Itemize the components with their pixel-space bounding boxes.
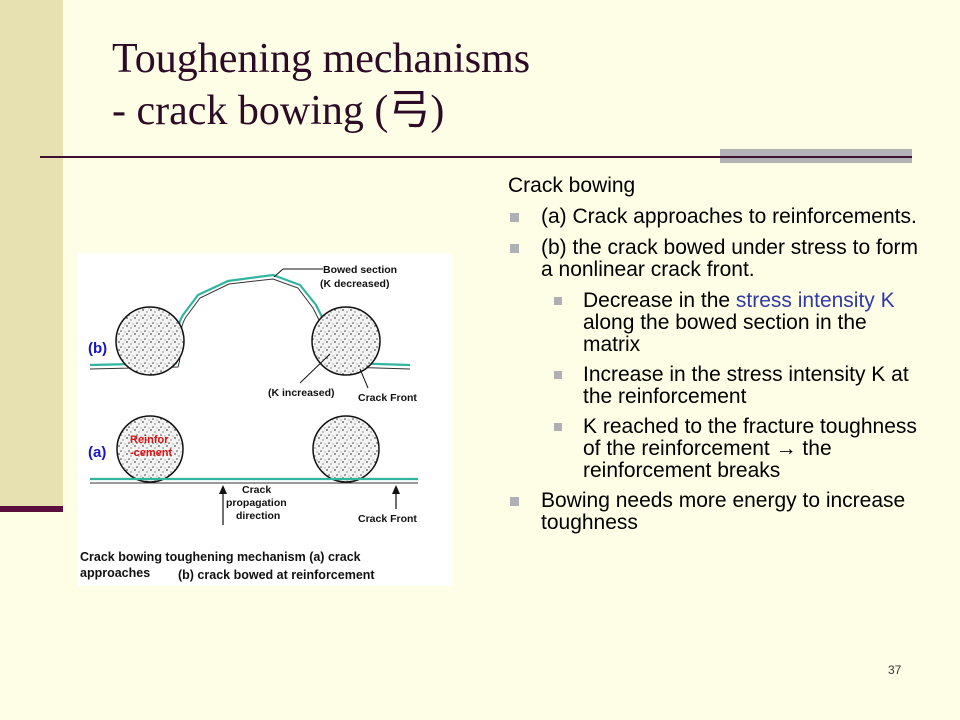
side-accent-bar <box>0 0 63 512</box>
sub-bullet-decrease-pre: Decrease in the <box>583 289 736 312</box>
propagation-label-2: propagation <box>226 497 287 509</box>
propagation-label-1: Crack <box>242 484 271 496</box>
k-increased-pointer <box>299 353 331 384</box>
sub-bullet-decrease-highlight: stress intensity K <box>735 289 895 312</box>
crack-bowing-diagram: (b) Bowed section (K decreased) (K incre… <box>80 264 418 582</box>
propagation-arrow-head <box>219 485 227 494</box>
bullet-crack-approaches: (a) Crack approaches to reinforcements. <box>508 206 928 228</box>
side-accent-edge <box>0 506 63 512</box>
k-increased-label: (K increased) <box>268 387 335 399</box>
bullet-content: Crack bowing (a) Crack approaches to rei… <box>508 175 928 543</box>
propagation-label-3: direction <box>236 510 280 522</box>
title-line-1: Toughening mechanisms <box>112 36 531 82</box>
slide-number: 37 <box>888 663 902 677</box>
figure-caption-line-2a: approaches <box>80 566 150 580</box>
crack-bowing-figure: (b) Bowed section (K decreased) (K incre… <box>78 253 452 586</box>
section-heading: Crack bowing <box>508 174 636 197</box>
panel-b: (b) Bowed section (K decreased) (K incre… <box>88 264 417 404</box>
figure-caption-line-2b: (b) crack bowed at reinforcement <box>178 568 375 582</box>
reinforcement-particle-b-left <box>115 306 185 376</box>
slide-title: Toughening mechanisms - crack bowing (弓) <box>112 33 530 137</box>
bowed-section-pointer-2 <box>273 268 284 278</box>
sub-bullet-fracture-toughness: K reached to the fracture toughness of t… <box>508 416 928 482</box>
reinforcement-particle-a-left <box>116 415 184 483</box>
reinforcement-particle-b-right <box>311 306 381 376</box>
reinforcement-particle-a-right <box>312 415 380 483</box>
bullet-list: (a) Crack approaches to reinforcements. … <box>508 206 928 534</box>
crack-front-label-bottom: Crack Front <box>358 513 417 525</box>
crack-front-label-top: Crack Front <box>358 392 417 404</box>
sub-bullet-increase-k: Increase in the stress intensity K at th… <box>508 364 928 408</box>
bowed-section-label: Bowed section <box>323 264 397 276</box>
reinforcement-label-1: Reinfor <box>130 434 169 446</box>
bullet-bowing-energy: Bowing needs more energy to increase tou… <box>508 490 928 534</box>
crack-front-arrow-head <box>392 485 400 494</box>
panel-b-label: (b) <box>88 340 107 357</box>
panel-a: (a) Reinfor -cement Crack propagation di… <box>88 415 418 525</box>
sub-bullet-decrease-post: along the bowed section in the matrix <box>583 311 867 356</box>
panel-a-label: (a) <box>88 444 106 461</box>
crack-front-pointer-top <box>359 368 369 389</box>
k-decreased-label: (K decreased) <box>320 278 389 290</box>
title-divider <box>40 156 720 158</box>
reinforcement-label-2: -cement <box>130 447 173 459</box>
title-divider-accent-line <box>720 156 912 158</box>
figure-caption-line-1: Crack bowing toughening mechanism (a) cr… <box>80 550 361 564</box>
sub-bullet-decrease-k: Decrease in the stress intensity K along… <box>508 290 928 356</box>
title-line-2: - crack bowing (弓) <box>112 88 445 134</box>
bullet-crack-bowed: (b) the crack bowed under stress to form… <box>508 237 928 281</box>
